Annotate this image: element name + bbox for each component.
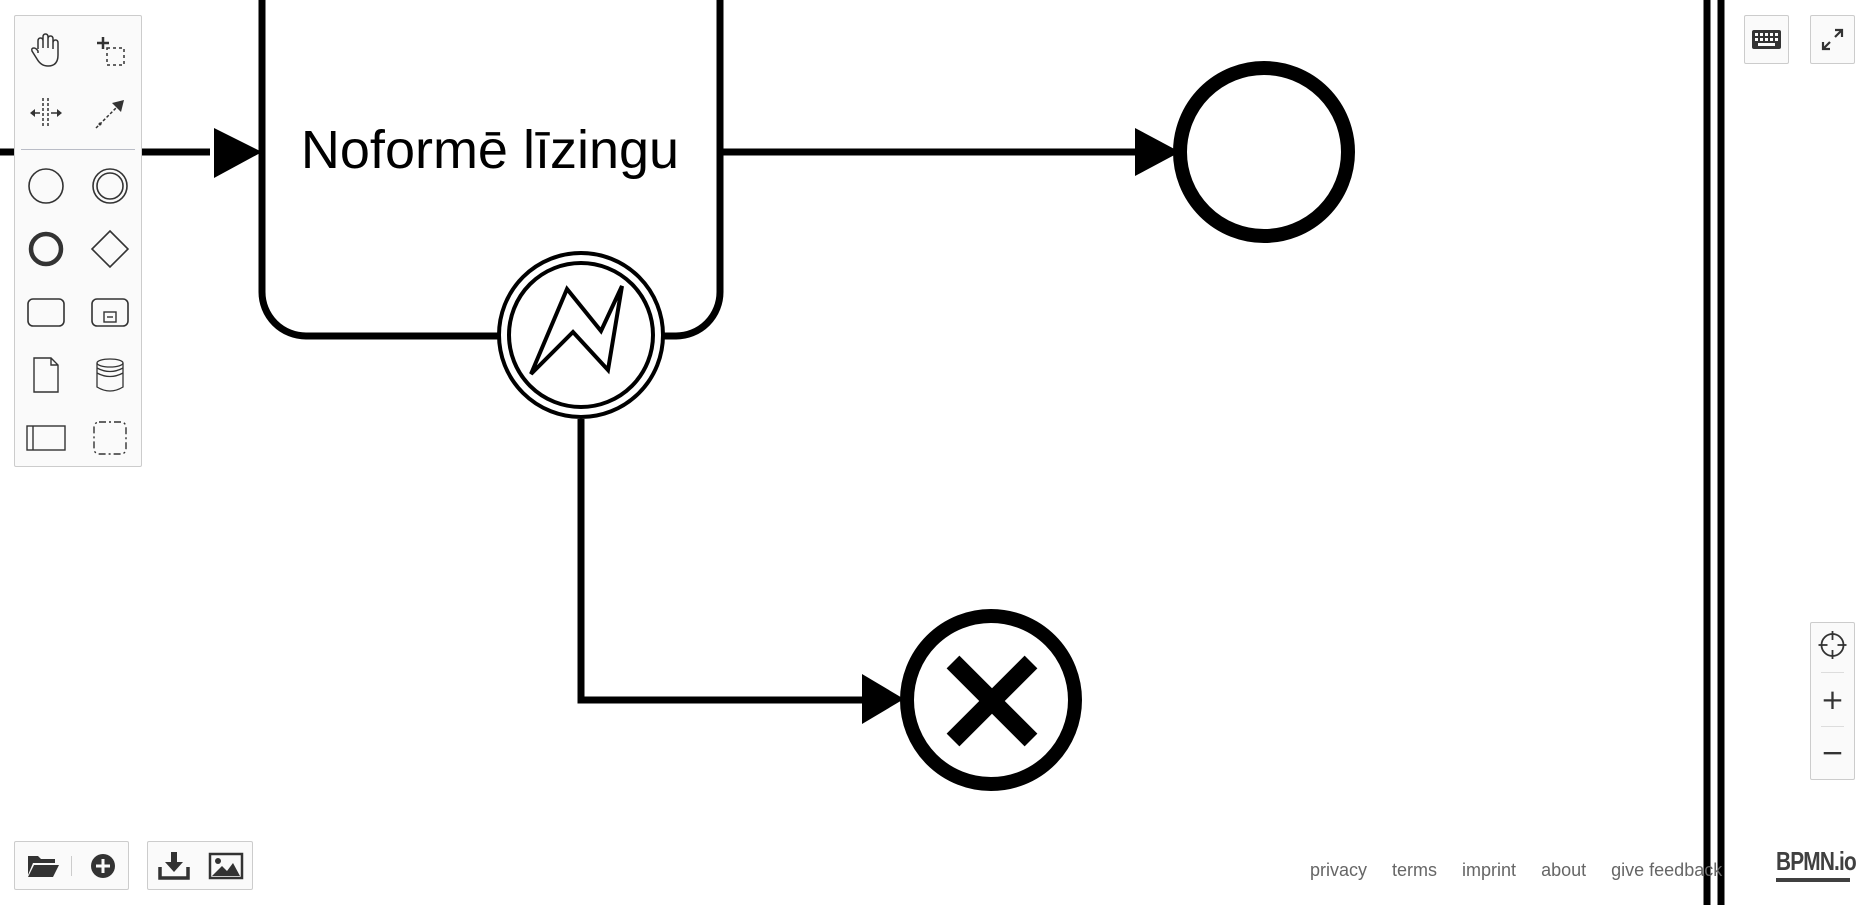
boundary-error-event[interactable] xyxy=(497,251,665,419)
create-task[interactable] xyxy=(24,290,68,334)
data-store-icon xyxy=(96,358,124,392)
create-end-event[interactable] xyxy=(24,227,68,271)
palette-separator xyxy=(21,149,135,150)
task-icon xyxy=(27,298,65,327)
create-subprocess[interactable] xyxy=(88,290,132,334)
error-sequence-flow[interactable] xyxy=(577,419,904,724)
open-diagram-button[interactable] xyxy=(19,842,67,889)
space-tool[interactable] xyxy=(24,92,68,136)
end-event[interactable] xyxy=(1173,61,1355,243)
zoom-controls: + − xyxy=(1810,622,1855,780)
create-data-object[interactable] xyxy=(24,353,68,397)
download-bpmn-button[interactable] xyxy=(150,842,198,889)
end-event-icon xyxy=(28,231,64,267)
connect-icon xyxy=(95,100,124,129)
privacy-link[interactable]: privacy xyxy=(1310,860,1368,880)
give-feedback-link[interactable]: give feedback xyxy=(1611,860,1723,880)
sequence-flow-to-end-event[interactable] xyxy=(723,128,1180,176)
gateway-icon xyxy=(90,229,130,269)
create-group[interactable] xyxy=(88,416,132,460)
fullscreen-icon xyxy=(1821,28,1844,51)
participant-icon xyxy=(26,425,66,451)
subprocess-icon xyxy=(91,298,129,327)
lasso-icon xyxy=(97,37,125,66)
bpmn-io-logo[interactable]: BPMN.io xyxy=(1776,846,1857,876)
keyboard-shortcuts-button[interactable] xyxy=(1744,15,1789,64)
intermediate-event-icon xyxy=(92,168,128,204)
data-object-icon xyxy=(33,357,59,393)
terms-link[interactable]: terms xyxy=(1392,860,1438,880)
imprint-link[interactable]: imprint xyxy=(1462,860,1517,880)
zoom-separator xyxy=(1821,726,1844,727)
reset-zoom-button[interactable] xyxy=(1811,623,1854,675)
create-participant[interactable] xyxy=(24,416,68,460)
footer-links: privacy terms imprint about give feedbac… xyxy=(1310,860,1722,884)
cross-icon xyxy=(946,655,1038,747)
create-gateway[interactable] xyxy=(88,227,132,271)
fullscreen-button[interactable] xyxy=(1810,15,1855,64)
error-icon xyxy=(529,285,624,376)
file-actions-group xyxy=(14,841,129,890)
create-start-event[interactable] xyxy=(24,164,68,208)
hand-icon xyxy=(31,33,59,67)
crosshair-icon xyxy=(1818,631,1847,659)
io-separator xyxy=(71,856,72,876)
hand-tool[interactable] xyxy=(24,29,68,73)
export-image-button[interactable] xyxy=(202,842,250,889)
lasso-tool[interactable] xyxy=(88,29,132,73)
plus-circle-icon xyxy=(91,854,115,878)
create-data-store[interactable] xyxy=(88,353,132,397)
logo-underline xyxy=(1776,878,1850,882)
global-connect-tool[interactable] xyxy=(88,92,132,136)
task-label: Noformē līzingu xyxy=(301,120,679,180)
task-noforme-lizingu[interactable]: Noformē līzingu xyxy=(258,0,724,340)
download-icon xyxy=(158,852,190,880)
zoom-in-button[interactable]: + xyxy=(1820,683,1845,716)
space-icon xyxy=(30,98,62,128)
zoom-separator xyxy=(1821,672,1844,673)
pool-boundary xyxy=(1703,0,1725,905)
group-icon xyxy=(93,421,127,455)
folder-icon xyxy=(28,856,59,877)
export-actions-group xyxy=(147,841,253,890)
about-link[interactable]: about xyxy=(1541,860,1587,880)
image-icon xyxy=(208,852,244,880)
tool-palette xyxy=(14,15,142,467)
zoom-out-button[interactable]: − xyxy=(1820,736,1845,769)
error-end-event[interactable] xyxy=(900,609,1082,791)
new-diagram-button[interactable] xyxy=(79,842,127,889)
keyboard-icon xyxy=(1752,30,1781,49)
create-intermediate-event[interactable] xyxy=(88,164,132,208)
start-event-icon xyxy=(28,168,64,204)
